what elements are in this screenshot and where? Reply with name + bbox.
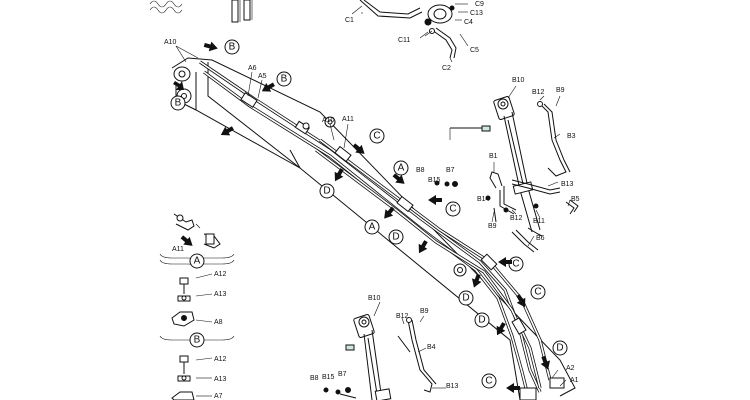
svg-text:C: C — [534, 287, 541, 298]
label-a5: A5 — [258, 73, 267, 80]
label-a6: A6 — [248, 65, 257, 72]
label-a2: A2 — [566, 365, 575, 372]
label-b6: B6 — [536, 235, 545, 242]
callout-d-2: D — [388, 229, 404, 245]
top-left-parts — [149, 0, 253, 23]
label-a10-mid: A10 — [322, 117, 335, 124]
boom-hoses — [199, 60, 552, 397]
callout-c-2: C — [445, 201, 461, 217]
boom-body — [171, 57, 576, 400]
svg-text:D: D — [478, 315, 485, 326]
label-b14: B14 — [477, 196, 490, 203]
label-b12-top: B12 — [532, 89, 545, 96]
svg-text:C: C — [449, 204, 456, 215]
label-a13-b: A13 — [214, 291, 227, 298]
label-a8: A8 — [214, 319, 223, 326]
direction-arrows — [173, 41, 551, 393]
callout-a-2: A — [364, 219, 380, 235]
label-a12-c: A12 — [214, 356, 227, 363]
callout-d-1: D — [319, 183, 335, 199]
label-c13: C13 — [470, 10, 483, 17]
label-a12-b: A12 — [214, 271, 227, 278]
a-leaders — [175, 45, 567, 387]
label-b12-mid: B12 — [510, 215, 523, 222]
callout-b-inset: B — [189, 332, 205, 348]
label-b13-top: B13 — [561, 181, 574, 188]
label-b3: B3 — [567, 133, 576, 140]
label-b11: B11 — [533, 218, 545, 225]
callout-c-1: C — [369, 128, 385, 144]
label-c5: C5 — [470, 47, 479, 54]
label-b8-top: B8 — [416, 167, 425, 174]
detail-bottom-inset — [171, 355, 213, 400]
callout-c-4: C — [530, 284, 546, 300]
svg-text:B: B — [281, 74, 288, 85]
label-a1: A1 — [570, 377, 579, 384]
callout-a-1: A — [393, 160, 409, 176]
svg-text:C: C — [485, 376, 492, 387]
callout-b-3: B — [170, 95, 186, 111]
label-b15-bot: B15 — [322, 374, 335, 381]
label-b7-top: B7 — [446, 167, 455, 174]
label-b12-bot: B12 — [396, 313, 409, 320]
label-b9-bot: B9 — [420, 308, 429, 315]
callout-d-4: D — [474, 312, 490, 328]
label-b1: B1 — [489, 153, 498, 160]
callout-b-2: B — [276, 71, 292, 87]
label-a7: A7 — [214, 393, 223, 400]
svg-text:A: A — [398, 163, 405, 174]
label-a11-inset: A11 — [172, 246, 184, 253]
label-b9-top: B9 — [556, 87, 565, 94]
label-a13-c: A13 — [214, 376, 227, 383]
callout-d-3: D — [458, 290, 474, 306]
svg-text:B: B — [229, 42, 236, 53]
hose-clamps — [240, 92, 565, 400]
callout-c-5: C — [481, 373, 497, 389]
label-b10-bot: B10 — [368, 295, 381, 302]
svg-text:D: D — [392, 232, 399, 243]
label-c9: C9 — [475, 1, 484, 8]
label-a10-top: A10 — [164, 39, 177, 46]
svg-text:D: D — [556, 343, 563, 354]
label-c1: C1 — [345, 17, 354, 24]
label-c4: C4 — [464, 19, 473, 26]
label-b10-top: B10 — [512, 77, 525, 84]
svg-text:B: B — [175, 98, 182, 109]
svg-text:B: B — [194, 335, 201, 346]
callout-a-inset: A — [189, 253, 205, 269]
svg-text:D: D — [323, 186, 330, 197]
svg-text:A: A — [369, 222, 376, 233]
c-group-pipe — [351, 0, 469, 63]
label-c2: C2 — [442, 65, 451, 72]
label-b8-bot: B8 — [310, 375, 319, 382]
label-b13-bot: B13 — [446, 383, 459, 390]
callout-d-5: D — [552, 340, 568, 356]
svg-text:D: D — [462, 293, 469, 304]
label-c11: C11 — [398, 37, 410, 44]
label-a11-mid: A11 — [342, 116, 354, 123]
upper-cylinder-group — [434, 85, 579, 253]
detail-b-inset — [159, 259, 235, 345]
callout-b-1: B — [224, 39, 240, 55]
label-b9-mid: B9 — [488, 223, 497, 230]
label-b4: B4 — [427, 344, 436, 351]
label-b7-bot: B7 — [338, 371, 347, 378]
lower-cylinder-group — [323, 301, 446, 400]
label-b15-top: B15 — [428, 177, 441, 184]
svg-text:C: C — [373, 131, 380, 142]
svg-text:A: A — [194, 256, 201, 267]
svg-text:C: C — [512, 259, 519, 270]
label-b5: B5 — [571, 196, 580, 203]
